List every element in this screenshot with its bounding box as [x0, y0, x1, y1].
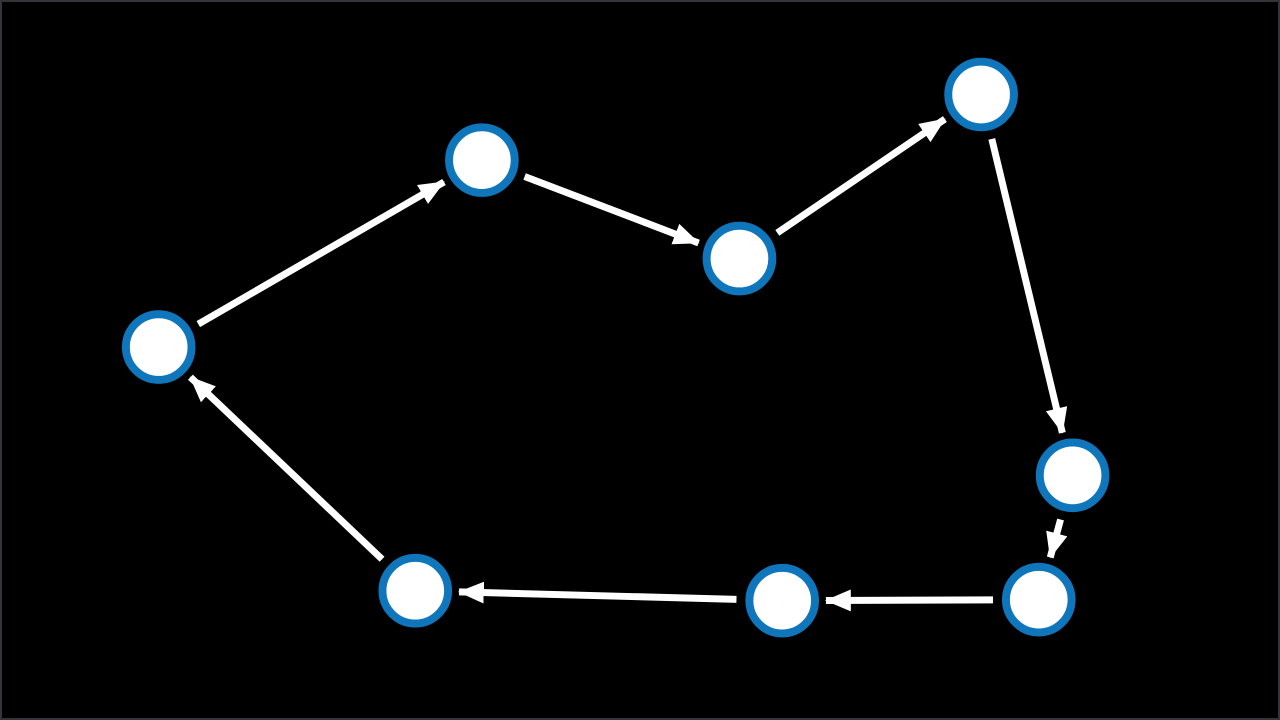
graph-node-bottom-left	[378, 553, 453, 628]
graph-node-bottom-right	[1001, 562, 1076, 637]
edge-layer	[188, 116, 1068, 612]
graph-edge-top-right-to-right	[988, 138, 1068, 434]
graph-edge-bottom-middle-to-bottom-left	[458, 581, 737, 604]
graph-edge-top-middle-to-top-right	[775, 116, 947, 236]
graph-edge-bottom-left-to-left	[188, 374, 385, 562]
node-layer	[121, 57, 1110, 638]
graph-node-top-right	[944, 57, 1018, 132]
graph-edge-upper-left-to-top-middle	[523, 173, 700, 247]
graph-node-left	[121, 310, 196, 384]
graph-node-right	[1035, 438, 1110, 513]
graph-node-upper-left	[445, 123, 519, 197]
graph-edge-left-to-upper-left	[196, 179, 446, 328]
graph-edge-right-to-bottom-right	[1046, 518, 1068, 559]
graph-node-top-middle	[702, 221, 777, 296]
graph-node-bottom-middle	[745, 563, 820, 638]
graph-edge-bottom-right-to-bottom-middle	[824, 589, 994, 612]
